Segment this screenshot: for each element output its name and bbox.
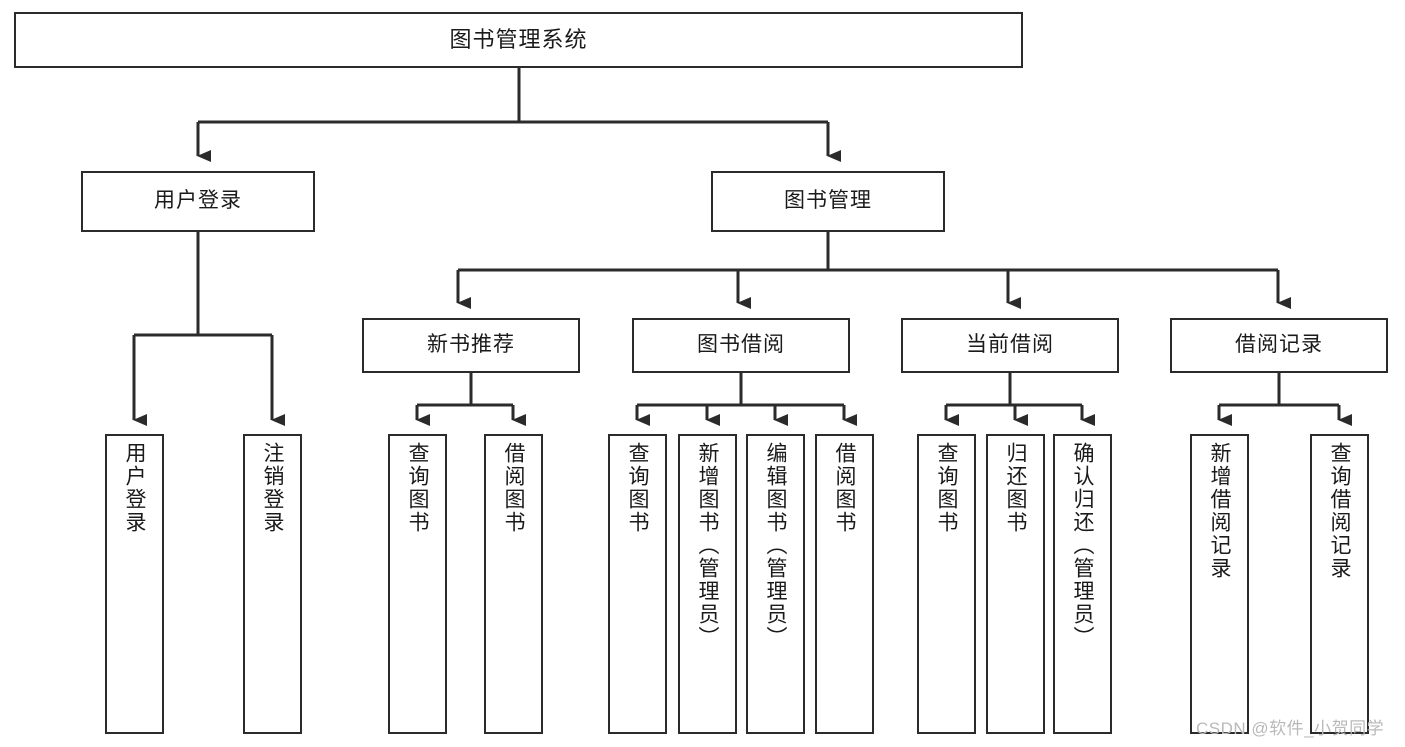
leaf-query-book-recommend[interactable]: 查询图书 [388, 434, 447, 734]
leaf-borrow-book-recommend-label: 借阅图书 [502, 442, 526, 534]
leaf-edit-book-admin-label: 编辑图书（管理员） [764, 442, 788, 649]
node-current-borrow-label: 当前借阅 [966, 333, 1054, 357]
csdn-watermark: CSDN @软件_小贺同学 [1196, 719, 1385, 738]
leaf-logout[interactable]: 注销登录 [243, 434, 302, 734]
leaf-confirm-return-admin-label: 确认归还（管理员） [1071, 442, 1095, 649]
leaf-return-book-label: 归还图书 [1004, 442, 1028, 534]
leaf-query-borrow-record[interactable]: 查询借阅记录 [1310, 434, 1369, 734]
node-user-login[interactable]: 用户登录 [81, 171, 315, 232]
leaf-query-book-current-label: 查询图书 [935, 442, 959, 534]
node-borrow-record[interactable]: 借阅记录 [1170, 318, 1388, 373]
leaf-borrow-book-label: 借阅图书 [833, 442, 857, 534]
node-borrow-record-label: 借阅记录 [1235, 333, 1323, 357]
leaf-borrow-book-recommend[interactable]: 借阅图书 [484, 434, 543, 734]
leaf-logout-label: 注销登录 [261, 442, 285, 534]
node-root-label: 图书管理系统 [449, 27, 588, 53]
leaf-add-book-admin[interactable]: 新增图书（管理员） [678, 434, 737, 734]
node-book-borrow-label: 图书借阅 [697, 333, 785, 357]
leaf-add-book-admin-label: 新增图书（管理员） [696, 442, 720, 649]
leaf-edit-book-admin[interactable]: 编辑图书（管理员） [746, 434, 805, 734]
node-root[interactable]: 图书管理系统 [14, 12, 1023, 68]
leaf-query-book-borrow[interactable]: 查询图书 [608, 434, 667, 734]
leaf-query-borrow-record-label: 查询借阅记录 [1328, 442, 1352, 580]
node-user-login-label: 用户登录 [154, 189, 242, 213]
leaf-add-borrow-record[interactable]: 新增借阅记录 [1190, 434, 1249, 734]
leaf-add-borrow-record-label: 新增借阅记录 [1208, 442, 1232, 580]
node-new-book-recommend[interactable]: 新书推荐 [362, 318, 580, 373]
node-book-borrow[interactable]: 图书借阅 [632, 318, 850, 373]
node-new-book-recommend-label: 新书推荐 [427, 333, 515, 357]
leaf-return-book[interactable]: 归还图书 [986, 434, 1045, 734]
node-current-borrow[interactable]: 当前借阅 [901, 318, 1119, 373]
leaf-query-book-current[interactable]: 查询图书 [917, 434, 976, 734]
node-book-management[interactable]: 图书管理 [711, 171, 945, 232]
leaf-user-login-label: 用户登录 [123, 442, 147, 534]
leaf-query-book-recommend-label: 查询图书 [406, 442, 430, 534]
leaf-borrow-book[interactable]: 借阅图书 [815, 434, 874, 734]
node-book-management-label: 图书管理 [784, 189, 872, 213]
leaf-confirm-return-admin[interactable]: 确认归还（管理员） [1053, 434, 1112, 734]
leaf-query-book-borrow-label: 查询图书 [626, 442, 650, 534]
leaf-user-login[interactable]: 用户登录 [105, 434, 164, 734]
